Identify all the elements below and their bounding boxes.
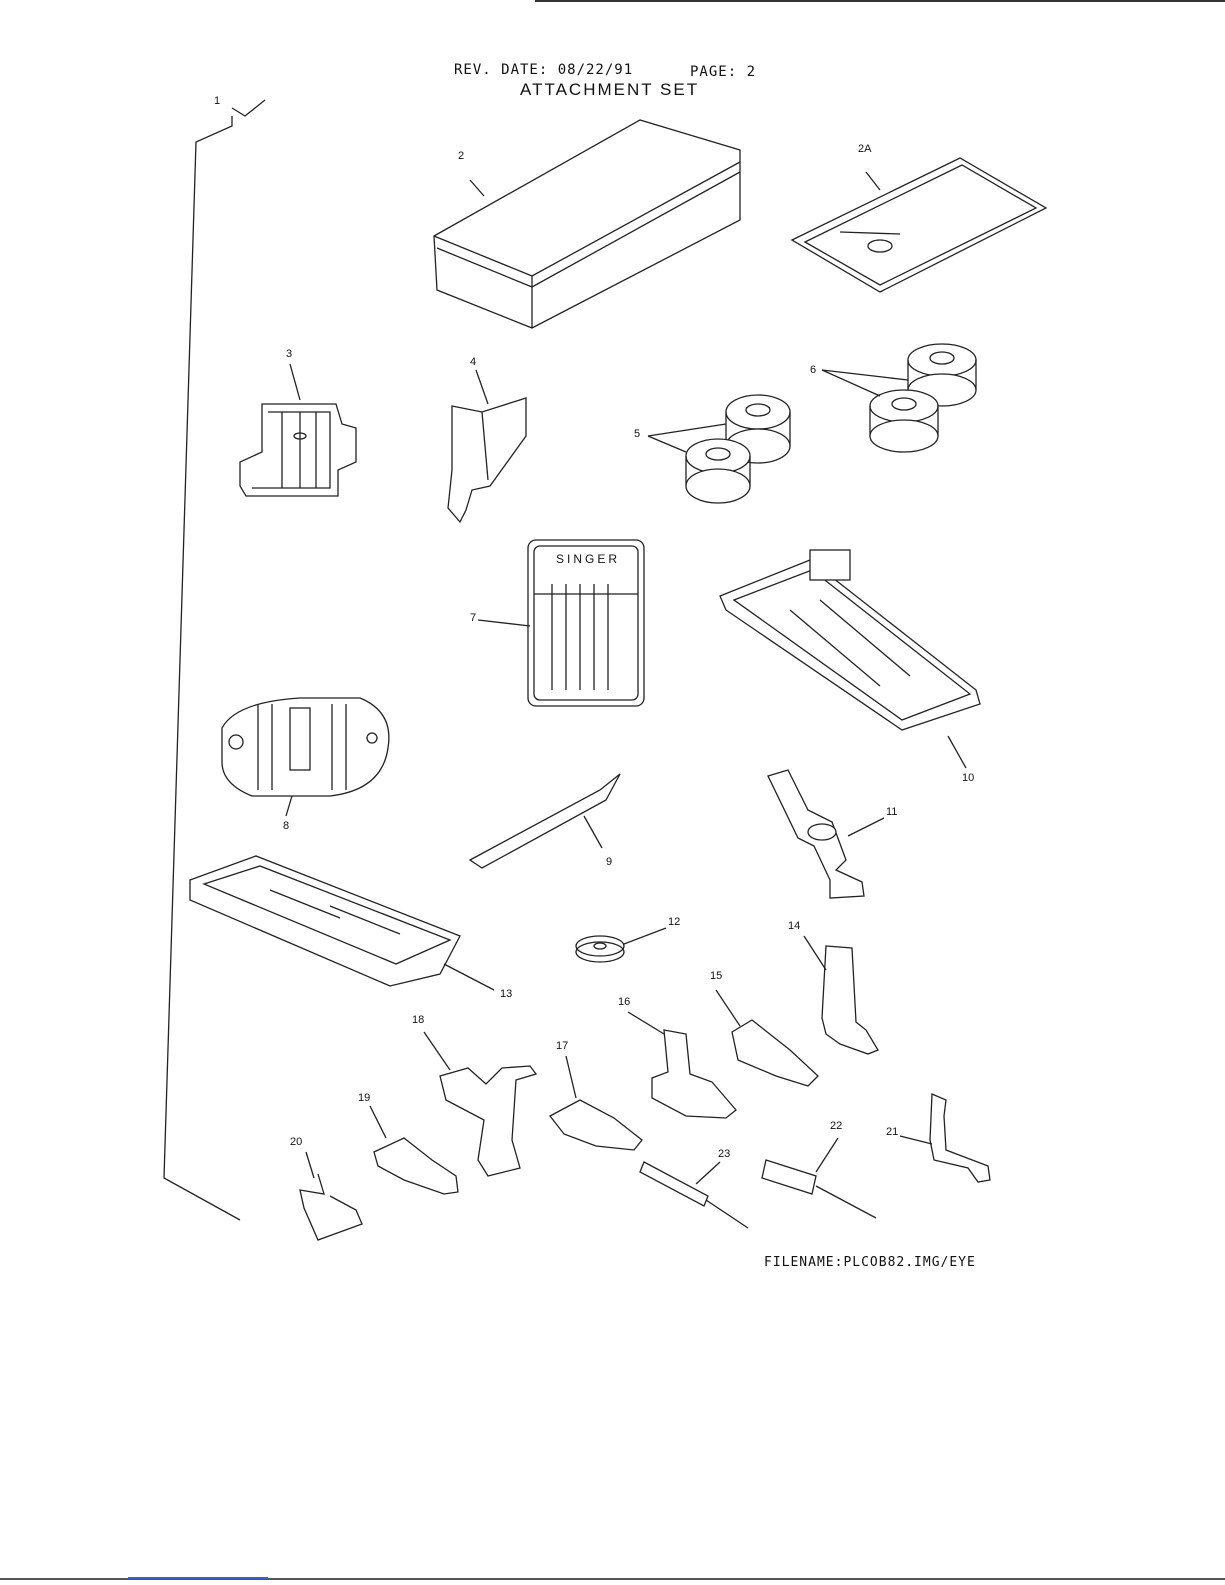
callout-2: 2 — [458, 150, 464, 162]
part-11-foot — [768, 770, 884, 898]
bracket-1 — [164, 100, 265, 1220]
callout-20: 20 — [290, 1136, 302, 1148]
callout-2a: 2A — [858, 143, 871, 155]
callout-15: 15 — [710, 970, 722, 982]
callout-17: 17 — [556, 1040, 568, 1052]
callout-9: 9 — [606, 856, 612, 868]
part-2-storage-box — [434, 120, 740, 328]
callout-12: 12 — [668, 916, 680, 928]
part-8-needle-plate — [222, 698, 389, 816]
callout-22: 22 — [830, 1120, 842, 1132]
filename-label: FILENAME:PLCOB82.IMG/EYE — [764, 1255, 976, 1270]
callout-21: 21 — [886, 1126, 898, 1138]
part-15-foot — [716, 990, 818, 1086]
callout-11: 11 — [886, 806, 897, 818]
callout-7: 7 — [470, 612, 476, 624]
callout-6: 6 — [810, 364, 816, 376]
callout-8: 8 — [283, 820, 289, 832]
part-23-screwdriver — [640, 1162, 748, 1228]
part-19-foot — [370, 1106, 458, 1194]
callout-1: 1 — [214, 95, 220, 107]
part-10-buttonholer — [720, 550, 980, 768]
scan-mark — [128, 1577, 268, 1579]
part-3-foot — [240, 364, 356, 496]
part-14-foot — [804, 936, 878, 1054]
callout-10: 10 — [962, 772, 974, 784]
part-20-wire-guide — [300, 1152, 362, 1240]
part-22-screwdriver — [762, 1138, 876, 1218]
needle-pack-brand: SINGER — [556, 552, 620, 566]
part-9-blade — [470, 774, 620, 868]
part-5-bobbins — [648, 395, 790, 503]
part-6-bobbins — [822, 344, 976, 452]
callout-4: 4 — [470, 356, 476, 368]
callout-5: 5 — [634, 428, 640, 440]
callout-23: 23 — [718, 1148, 730, 1160]
part-17-foot — [550, 1056, 642, 1150]
callout-14: 14 — [788, 920, 800, 932]
part-13-template — [190, 856, 494, 990]
callout-16: 16 — [618, 996, 630, 1008]
callout-18: 18 — [412, 1014, 424, 1026]
part-18-foot — [424, 1032, 536, 1176]
callout-19: 19 — [358, 1092, 370, 1104]
callout-13: 13 — [500, 988, 512, 1000]
part-4-guide — [448, 370, 526, 522]
part-2a-lid — [792, 158, 1046, 292]
part-12-spool-cap — [576, 928, 666, 962]
callout-3: 3 — [286, 348, 292, 360]
part-16-foot — [628, 1012, 736, 1118]
part-21-bracket — [900, 1094, 990, 1182]
